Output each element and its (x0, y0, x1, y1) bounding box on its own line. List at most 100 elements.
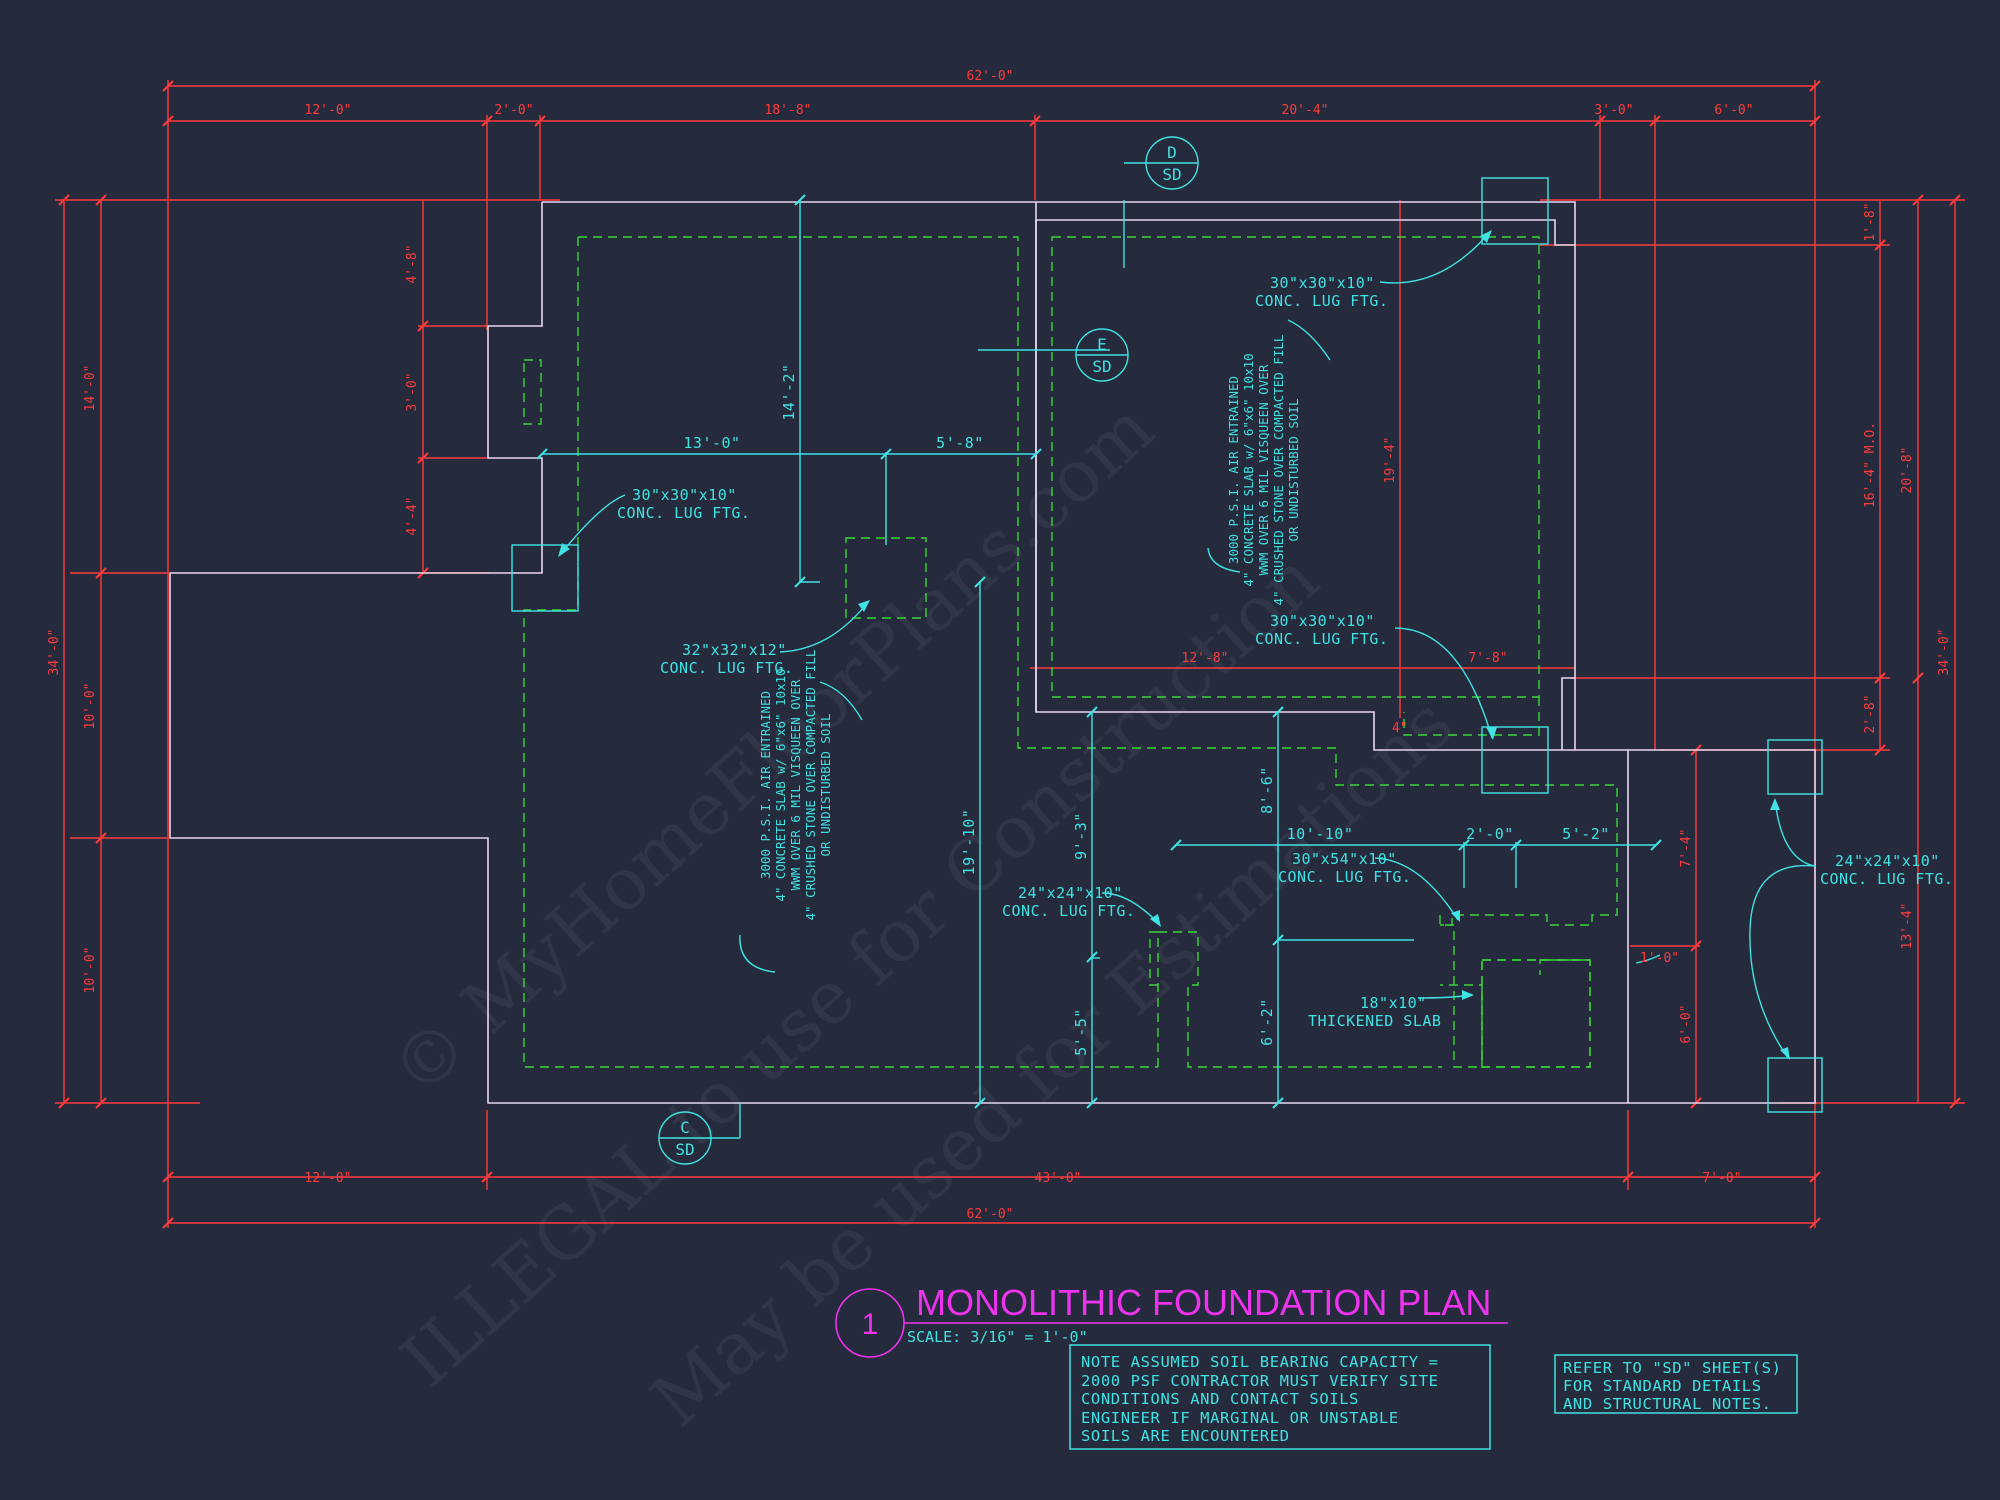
f2-type: CONC. LUG FTG. (1255, 292, 1388, 310)
dim-right-134: 13'-4" (1900, 903, 1915, 950)
dim-top-3: 3'-0" (1594, 103, 1633, 118)
dim-i-128: 12'-8" (1182, 651, 1229, 666)
section-d-sheet: SD (1162, 165, 1181, 184)
dim-left-30: 3'-0" (405, 372, 420, 411)
refer-note-2: FOR STANDARD DETAILS (1563, 1377, 1762, 1395)
soil-note-5: SOILS ARE ENCOUNTERED (1081, 1427, 1290, 1445)
dim-i-1010: 10'-10" (1287, 825, 1354, 843)
f3-type: CONC. LUG FTG. (1255, 630, 1388, 648)
slab-note-right-1: 3000 P.S.I. AIR ENTRAINED (1226, 376, 1241, 564)
slab-note-right-5: OR UNDISTURBED SOIL (1286, 399, 1301, 542)
dim-i-4: 4" (1392, 721, 1408, 736)
slab-note-left-5: OR UNDISTURBED SOIL (818, 714, 833, 857)
dim-r-74: 7'-4" (1679, 828, 1694, 867)
dim-left-48: 4'-8" (405, 244, 420, 283)
slab-type: THICKENED SLAB (1308, 1012, 1441, 1030)
slab-note-left-1: 3000 P.S.I. AIR ENTRAINED (758, 691, 773, 879)
f1-size: 30"x30"x10" (632, 486, 737, 504)
f5-size: 30"x54"x10" (1292, 850, 1397, 868)
dim-i-55: 5'-5" (1072, 1008, 1090, 1056)
f6-type: CONC. LUG FTG. (1002, 902, 1135, 920)
section-d-letter: D (1167, 143, 1177, 162)
soil-note-box: NOTE ASSUMED SOIL BEARING CAPACITY = 200… (1069, 1344, 1491, 1450)
slab-note-left-2: 4" CONCRETE SLAB w/ 6"x6" 10x10 (773, 668, 788, 901)
dim-right-208: 20'-8" (1900, 447, 1915, 494)
soil-note-4: ENGINEER IF MARGINAL OR UNSTABLE (1081, 1409, 1399, 1427)
interior-dimensions (542, 200, 1656, 1138)
dim-bot-12: 12'-0" (305, 1171, 352, 1186)
dim-top-20: 20'-4" (1282, 103, 1329, 118)
refer-note-box: REFER TO "SD" SHEET(S) FOR STANDARD DETA… (1554, 1354, 1798, 1414)
leaders (559, 231, 1816, 1059)
f6-size: 24"x24"x10" (1018, 884, 1123, 902)
dim-left-14: 14'-0" (83, 365, 98, 412)
f5-type: CONC. LUG FTG. (1278, 868, 1411, 886)
dim-left-10a: 10'-0" (83, 683, 98, 730)
dim-i-78: 7'-8" (1468, 651, 1507, 666)
dim-i-142: 14'-2" (780, 363, 798, 420)
f2-size: 30"x30"x10" (1270, 274, 1375, 292)
slab-note-right-2: 4" CONCRETE SLAB w/ 6"x6" 10x10 (1241, 353, 1256, 586)
dim-bot-total: 62'-0" (967, 1207, 1014, 1222)
section-markers (658, 136, 1199, 1165)
dim-bot-7: 7'-0" (1702, 1171, 1741, 1186)
column-footings (511, 177, 1823, 1113)
dim-right-18: 1'-8" (1863, 202, 1878, 241)
dim-i-20: 2'-0" (1466, 825, 1514, 843)
dim-left-44: 4'-4" (405, 496, 420, 535)
plan-title: MONOLITHIC FOUNDATION PLAN (916, 1282, 1491, 1323)
section-e-sheet: SD (1092, 357, 1111, 376)
dim-top-6: 6'-0" (1714, 103, 1753, 118)
slab-note-right-4: 4" CRUSHED STONE OVER COMPACTED FILL (1271, 335, 1286, 606)
dim-i-62: 6'-2" (1258, 998, 1276, 1046)
slab-note-right: 3000 P.S.I. AIR ENTRAINED 4" CONCRETE SL… (1226, 335, 1301, 606)
dim-r-10: 1'-0" (1640, 951, 1679, 966)
plan-scale: SCALE: 3/16" = 1'-0" (907, 1328, 1088, 1346)
footing-dashed (523, 236, 1618, 1068)
f1-type: CONC. LUG FTG. (617, 504, 750, 522)
refer-note-1: REFER TO "SD" SHEET(S) (1563, 1359, 1782, 1377)
slab-size: 18"x10" (1360, 994, 1427, 1012)
dimension-ticks (58, 80, 1961, 1229)
dim-top-12: 12'-0" (305, 103, 352, 118)
dim-i-93: 9'-3" (1072, 812, 1090, 860)
dim-top-total: 62'-0" (967, 69, 1014, 84)
dim-top-18: 18'-8" (765, 103, 812, 118)
dim-i-1910: 19'-10" (960, 809, 978, 876)
foundation-outline (169, 201, 1816, 1104)
dim-right-28: 2'-8" (1863, 694, 1878, 733)
interior-labels: 13'-0" 5'-8" 14'-2" 19'-10" 9'-3" 5'-5" … (683, 363, 1609, 1055)
dim-i-58: 5'-8" (936, 434, 984, 452)
plan-title-block: 1 MONOLITHIC FOUNDATION PLAN SCALE: 3/16… (835, 1282, 1508, 1358)
dim-i-52: 5'-2" (1562, 825, 1610, 843)
dim-right-34: 34'-0" (1937, 629, 1952, 676)
section-c-letter: C (680, 1118, 690, 1137)
dim-right-164: 16'-4" M.O. (1863, 422, 1878, 508)
refer-note-3: AND STRUCTURAL NOTES. (1563, 1395, 1772, 1413)
footing-callouts: 30"x30"x10" CONC. LUG FTG. 30"x30"x10" C… (617, 274, 1953, 1030)
dim-top-2: 2'-0" (494, 103, 533, 118)
f4-type: CONC. LUG FTG. (660, 659, 793, 677)
f7-size: 24"x24"x10" (1835, 852, 1940, 870)
dim-i-194: 19'-4" (1383, 437, 1398, 484)
soil-note-1: NOTE ASSUMED SOIL BEARING CAPACITY = (1081, 1353, 1439, 1371)
f7-type: CONC. LUG FTG. (1820, 870, 1953, 888)
section-e-letter: E (1097, 335, 1107, 354)
soil-note-2: 2000 PSF CONTRACTOR MUST VERIFY SITE (1081, 1372, 1439, 1390)
slab-note-left-4: 4" CRUSHED STONE OVER COMPACTED FILL (803, 650, 818, 921)
f3-size: 30"x30"x10" (1270, 612, 1375, 630)
f4-size: 32"x32"x12" (682, 641, 787, 659)
dim-bot-43: 43'-0" (1035, 1171, 1082, 1186)
slab-note-left-3: WWM OVER 6 MIL VISQUEEN OVER (788, 679, 803, 890)
dim-i-86: 8'-6" (1258, 766, 1276, 814)
dim-r-60: 6'-0" (1679, 1004, 1694, 1043)
dimension-lines (55, 80, 1965, 1228)
plan-number: 1 (862, 1308, 879, 1341)
slab-note-right-3: WWM OVER 6 MIL VISQUEEN OVER (1256, 364, 1271, 575)
soil-note-3: CONDITIONS AND CONTACT SOILS (1081, 1390, 1359, 1408)
dim-i-13: 13'-0" (683, 434, 740, 452)
dim-left-34: 34'-0" (47, 629, 62, 676)
arrowheads (558, 230, 1790, 1060)
dimension-labels: 62'-0" 12'-0" 2'-0" 18'-8" 20'-4" 3'-0" … (47, 69, 1952, 1222)
